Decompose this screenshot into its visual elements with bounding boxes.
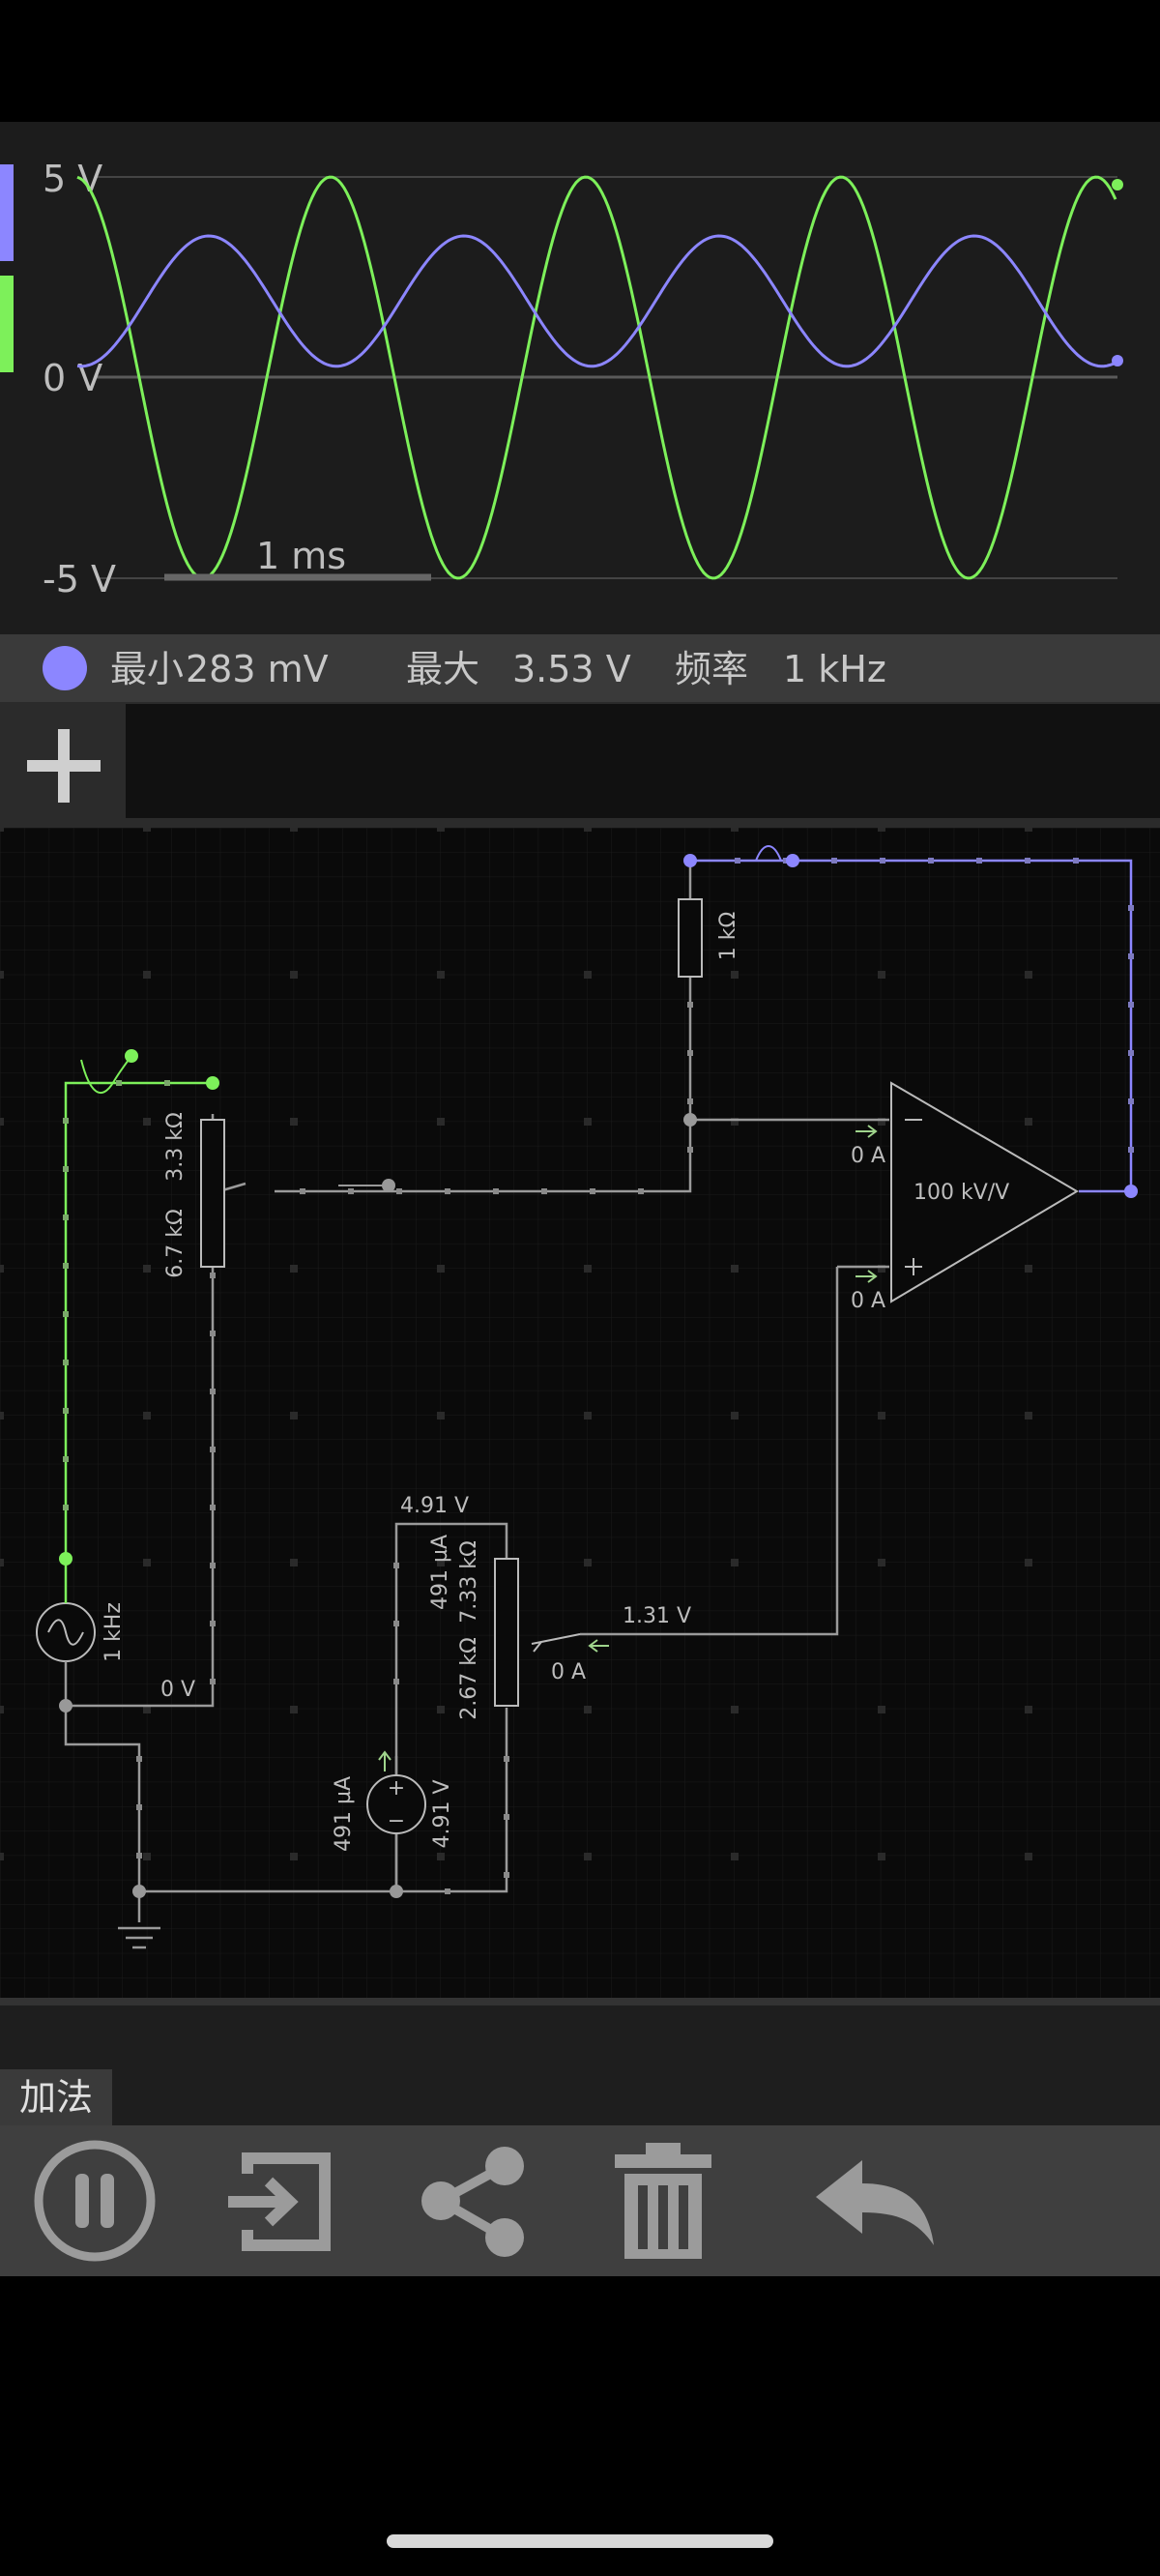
series-voltage-endpoint	[1112, 355, 1123, 366]
min-label: 最小	[110, 648, 185, 690]
circuit-wires	[64, 863, 889, 1949]
divider-bottom-r: 2.67 kΩ	[457, 1637, 481, 1720]
undo-button[interactable]	[808, 2137, 943, 2265]
add-component-button[interactable]	[12, 714, 116, 818]
share-icon	[421, 2147, 524, 2257]
dc-source-current: 491 µA	[332, 1776, 356, 1852]
svg-text:−: −	[388, 1809, 405, 1833]
current-channel-tab[interactable]	[0, 276, 14, 372]
ac-source-freq: 1 kHz	[102, 1602, 126, 1662]
divider-wiper-current: 0 A	[551, 1660, 586, 1684]
delete-button[interactable]	[595, 2137, 731, 2265]
component-palette[interactable]	[126, 704, 1160, 818]
time-scale-label: 1 ms	[256, 535, 346, 577]
bottom-toolbar	[0, 2125, 1160, 2276]
circuit-wires-active	[64, 1081, 213, 1559]
circuit-canvas[interactable]: 1 kΩ 3.3 kΩ 6.7 kΩ 100 kV/V 0 A 0 A 1 kH…	[0, 828, 1160, 1998]
svg-text:+: +	[388, 1776, 405, 1800]
freq-value: 1 kHz	[783, 648, 886, 690]
series-voltage-line	[76, 234, 1116, 368]
max-label: 最大	[406, 648, 480, 690]
pause-button[interactable]	[27, 2137, 162, 2265]
dc-source-voltage: 4.91 V	[430, 1779, 454, 1848]
feedback-resistor-label: 1 kΩ	[716, 912, 740, 961]
circuit-name-area	[0, 2005, 1160, 2125]
divider-top-voltage: 4.91 V	[400, 1494, 469, 1518]
oscilloscope-plot: 5 V 0 V -5 V 1 ms	[43, 158, 1123, 600]
trash-icon	[615, 2143, 711, 2259]
circuit-diagram: 1 kΩ 3.3 kΩ 6.7 kΩ 100 kV/V 0 A 0 A 1 kH…	[0, 828, 1160, 1998]
export-icon	[228, 2152, 331, 2251]
dc-source	[366, 1774, 426, 1834]
divider-resistor	[494, 1558, 519, 1707]
pot-top-label: 3.3 kΩ	[163, 1112, 188, 1182]
divider-wiper-voltage: 1.31 V	[623, 1604, 691, 1628]
pot-bottom-label: 6.7 kΩ	[163, 1209, 188, 1278]
divider-current: 491 µA	[428, 1535, 452, 1610]
freq-label: 频率	[675, 648, 749, 690]
opamp-gain-label: 100 kV/V	[914, 1181, 1009, 1205]
y-label-neg5v: -5 V	[43, 558, 116, 600]
plus-icon	[27, 729, 101, 803]
circuit-divider	[0, 1998, 1160, 2005]
circuit-wires-output	[690, 859, 1133, 1193]
home-indicator[interactable]	[387, 2534, 773, 2548]
oscilloscope-panel[interactable]: 5 V 0 V -5 V 1 ms	[0, 122, 1160, 634]
series-current-endpoint	[1112, 179, 1123, 190]
measurement-bar	[0, 634, 1160, 702]
circuit-name-label[interactable]: 加法	[0, 2069, 113, 2125]
series-current-line	[76, 175, 1117, 580]
max-value: 3.53 V	[512, 648, 631, 690]
ground-node-voltage: 0 V	[160, 1678, 195, 1702]
potentiometer	[200, 1119, 225, 1268]
export-button[interactable]	[213, 2137, 348, 2265]
opamp	[890, 1081, 1079, 1303]
channel-color-dot[interactable]	[43, 646, 87, 690]
feedback-resistor	[678, 898, 703, 978]
opamp-plus-current: 0 A	[851, 1289, 885, 1313]
opamp-minus-current: 0 A	[851, 1144, 885, 1168]
undo-icon	[816, 2160, 934, 2245]
current-dots-green	[63, 1080, 170, 1510]
pause-icon	[34, 2140, 156, 2262]
voltage-channel-tab[interactable]	[0, 164, 14, 261]
divider-top-r: 7.33 kΩ	[457, 1540, 481, 1624]
share-button[interactable]	[406, 2137, 541, 2265]
min-value: 283 mV	[186, 648, 329, 690]
